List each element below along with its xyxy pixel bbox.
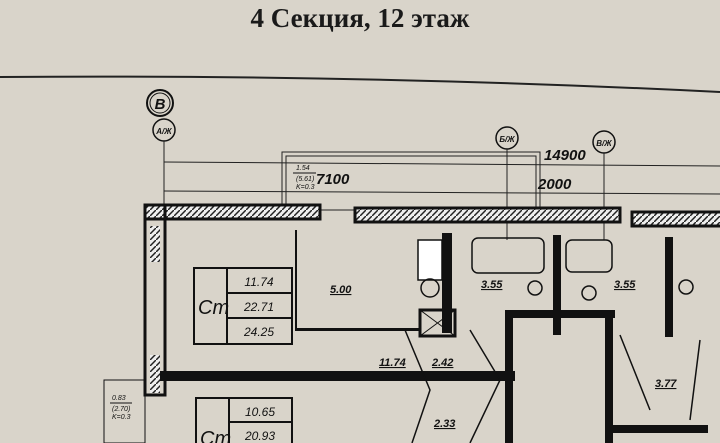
room-hall-2-area: 2.33 [433, 418, 455, 430]
balcony-left-label: 0.83 (2.70) K=0.3 [103, 379, 146, 443]
svg-text:0.83: 0.83 [112, 395, 126, 402]
axis-marker-b: В [146, 89, 174, 117]
svg-text:Б/Ж: Б/Ж [499, 135, 515, 144]
svg-text:А/Ж: А/Ж [155, 127, 172, 136]
svg-text:(5.61): (5.61) [296, 176, 314, 183]
apartment-1-table: Ст 11.74 22.71 24.25 [193, 267, 293, 345]
svg-text:K=0.3: K=0.3 [112, 414, 131, 421]
apartment-1-type: Ст [198, 297, 229, 319]
axis-marker-a-zh: А/Ж [152, 118, 176, 142]
svg-text:Ст: Ст [200, 428, 231, 443]
room-bath-1-area: 3.55 [481, 279, 503, 291]
fixtures [404, 237, 701, 443]
svg-text:24.25: 24.25 [243, 325, 274, 339]
svg-text:10.65: 10.65 [245, 405, 275, 419]
svg-text:1.54: 1.54 [296, 165, 310, 172]
dimension-2000: 2000 [537, 176, 572, 193]
svg-text:20.93: 20.93 [244, 429, 275, 443]
dimension-14900: 14900 [544, 147, 586, 164]
svg-text:В/Ж: В/Ж [596, 139, 612, 148]
room-hall-1-area: 2.42 [431, 357, 453, 369]
walls [143, 203, 720, 443]
svg-text:В: В [155, 96, 166, 113]
svg-text:22.71: 22.71 [243, 300, 274, 314]
room-kitchen-area: 5.00 [330, 284, 352, 296]
room-living-area: 11.74 [379, 357, 406, 369]
axis-marker-b-zh: Б/Ж [495, 126, 519, 150]
svg-text:(2.70): (2.70) [112, 406, 130, 413]
room-bath-2-area: 3.55 [614, 279, 636, 291]
apartment-2-table: Ст 10.65 20.93 [195, 397, 293, 443]
svg-text:11.74: 11.74 [244, 275, 273, 289]
balcony-top-label: 1.54 (5.61) K=0.3 [293, 165, 316, 191]
page-title: 4 Секция, 12 этаж [250, 3, 470, 33]
axis-lines [163, 141, 720, 240]
dimension-7100: 7100 [316, 171, 350, 188]
sheet-border-line [0, 75, 720, 93]
svg-text:K=0.3: K=0.3 [296, 184, 315, 191]
axis-marker-v-zh: В/Ж [592, 130, 616, 154]
room-hall-3-area: 3.77 [655, 378, 677, 390]
